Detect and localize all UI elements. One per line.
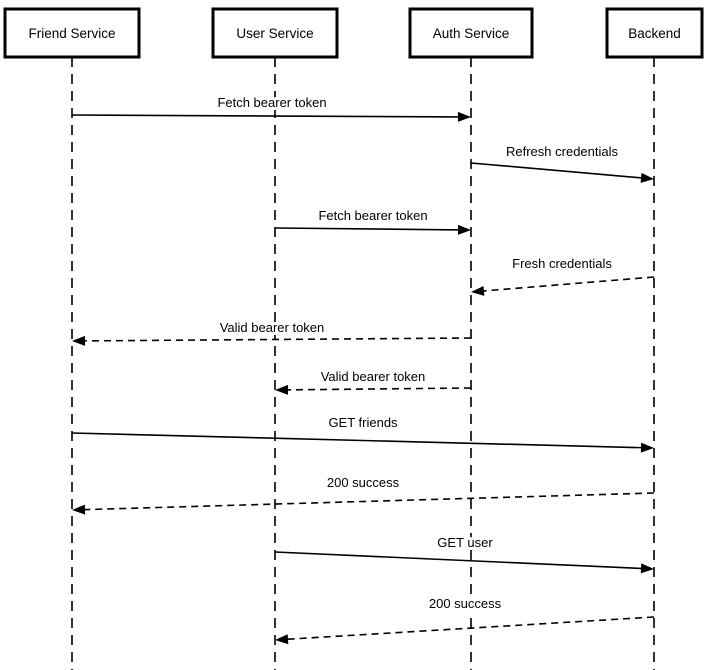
participant-box-backend xyxy=(605,7,704,59)
message-label-4: Valid bearer token xyxy=(220,320,325,335)
message-line-2-fetch-bearer-token xyxy=(274,227,462,231)
message-line-0-fetch-bearer-token xyxy=(71,114,462,118)
participant-box-auth-service xyxy=(408,7,534,59)
message-line-8-get-user xyxy=(274,551,645,570)
message-line-7-200-success xyxy=(81,492,655,511)
message-label-5: Valid bearer token xyxy=(321,369,426,384)
message-label-3: Fresh credentials xyxy=(512,256,612,271)
participant-label-backend: Backend xyxy=(628,26,681,41)
participant-box-user-service xyxy=(211,7,339,59)
message-line-5-valid-bearer-token xyxy=(284,387,472,391)
arrowhead-icon xyxy=(640,563,654,574)
participant-label-user-service: User Service xyxy=(236,26,313,41)
participant-box-friend-service xyxy=(3,7,141,59)
message-line-6-get-friends xyxy=(71,432,645,449)
message-label-8: GET user xyxy=(437,535,493,550)
arrowhead-icon xyxy=(471,285,485,296)
message-label-6: GET friends xyxy=(328,415,398,430)
message-line-4-valid-bearer-token xyxy=(81,337,472,342)
participant-label-friend-service: Friend Service xyxy=(28,26,115,41)
arrowhead-icon xyxy=(275,634,289,645)
arrowhead-icon xyxy=(72,504,86,515)
message-label-7: 200 success xyxy=(327,475,400,490)
arrowhead-icon xyxy=(457,224,471,235)
arrowhead-icon xyxy=(457,111,471,122)
arrowhead-icon xyxy=(640,442,654,453)
arrowhead-icon xyxy=(275,384,289,395)
message-label-9: 200 success xyxy=(429,596,502,611)
arrowhead-icon xyxy=(640,172,654,183)
message-label-1: Refresh credentials xyxy=(506,144,618,159)
participant-label-auth-service: Auth Service xyxy=(433,26,510,41)
message-line-3-fresh-credentials xyxy=(480,276,655,292)
message-line-1-refresh-credentials xyxy=(470,162,645,179)
message-line-9-200-success xyxy=(284,616,655,641)
arrowhead-icon xyxy=(72,335,86,346)
message-label-2: Fetch bearer token xyxy=(318,208,427,223)
message-label-0: Fetch bearer token xyxy=(217,95,326,110)
